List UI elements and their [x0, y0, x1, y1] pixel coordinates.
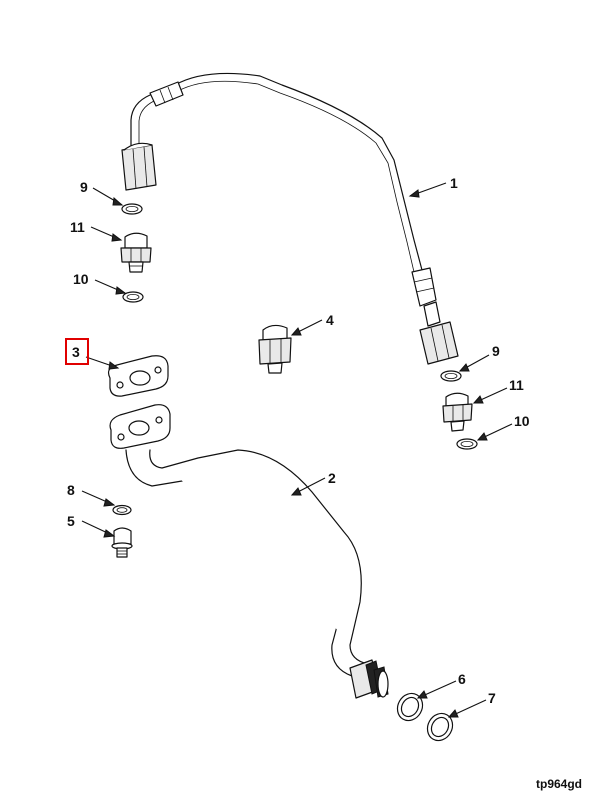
callout-1: 1 — [450, 175, 458, 191]
callout-7: 7 — [488, 690, 496, 706]
callout-2: 2 — [328, 470, 336, 486]
part-4-fitting — [258, 324, 292, 374]
part-7-oring — [426, 712, 454, 742]
callout-11-upper: 11 — [70, 219, 85, 235]
callout-3[interactable]: 3 — [72, 344, 80, 360]
part-9-washer-right — [440, 370, 462, 382]
callout-8: 8 — [67, 482, 75, 498]
part-11-adapter-right — [442, 392, 473, 432]
part-10-oring-left — [122, 291, 144, 303]
callout-9-lower: 9 — [492, 343, 500, 359]
part-1-supply-tube — [121, 72, 459, 365]
callout-11-lower: 11 — [509, 377, 524, 393]
callout-3-highlight — [65, 338, 89, 365]
part-9-washer-left — [121, 203, 143, 215]
drawing-id: tp964gd — [536, 777, 582, 791]
callout-10-upper: 10 — [73, 271, 89, 287]
callout-10-lower: 10 — [514, 413, 530, 429]
callout-5: 5 — [67, 513, 75, 529]
callout-labels: 1 2 3 4 5 6 7 8 9 11 10 9 11 10 — [67, 175, 530, 706]
part-10-oring-right — [456, 438, 478, 450]
part-6-oring — [396, 692, 424, 722]
callout-4: 4 — [326, 312, 334, 328]
part-5-bolt — [111, 527, 133, 558]
part-11-adapter-left — [120, 232, 152, 273]
callout-6: 6 — [458, 671, 466, 687]
part-3-gasket — [107, 355, 169, 397]
part-8-washer — [112, 504, 132, 516]
part-2-drain-tube — [109, 404, 389, 699]
leader-lines — [81, 182, 513, 718]
callout-9-upper: 9 — [80, 179, 88, 195]
